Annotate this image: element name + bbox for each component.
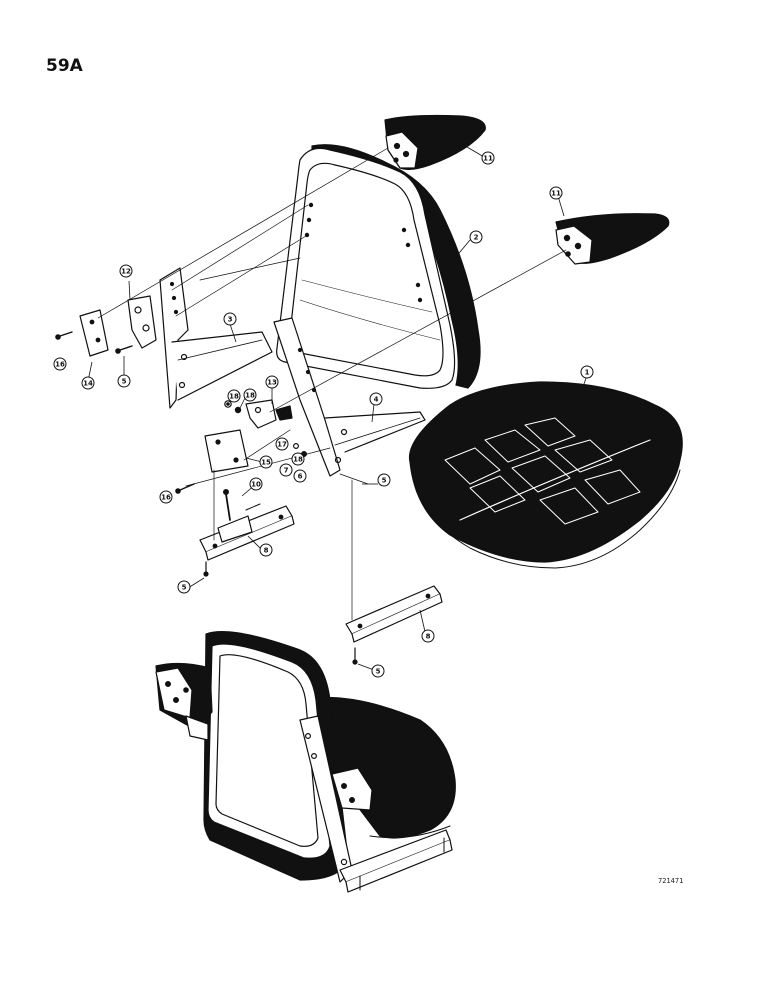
callout-slide-left: 8 <box>259 543 273 557</box>
callout-number: 1 <box>585 369 590 377</box>
callout-number: 16 <box>161 494 171 502</box>
callout-number: 10 <box>251 481 261 489</box>
callout-slide-right: 8 <box>421 629 435 643</box>
callout-number: 13 <box>267 379 277 387</box>
callout-number: 14 <box>83 380 93 388</box>
armrest-top-drawing <box>384 114 486 171</box>
callout-bolt-b: 5 <box>377 473 391 487</box>
callout-circle <box>371 664 385 678</box>
bracket-left-drawing <box>159 267 273 409</box>
callout-circle <box>369 392 383 406</box>
callout-circle <box>580 365 594 379</box>
callout-number: 5 <box>382 477 387 485</box>
callout-circle <box>81 376 95 390</box>
callout-number: 11 <box>483 155 493 163</box>
assembly-leader-lines <box>97 147 567 621</box>
callout-circle <box>177 580 191 594</box>
callout-nut-b: 18 <box>243 388 257 402</box>
callout-circle <box>293 469 307 483</box>
callout-bracket-left: 3 <box>223 312 237 326</box>
callout-number: 6 <box>298 473 303 481</box>
callout-number: 15 <box>261 459 271 467</box>
callout-nut-c: 18 <box>291 452 305 466</box>
callout-circle <box>259 455 273 469</box>
callout-number: 18 <box>245 392 255 400</box>
callout-circle <box>243 388 257 402</box>
callout-circle <box>249 477 263 491</box>
callout-number: 5 <box>122 378 127 386</box>
assembled-seat-drawing <box>155 631 456 893</box>
callout-number: 12 <box>121 268 131 276</box>
callout-pivot-center: 13 <box>265 375 279 389</box>
callout-circle <box>549 186 563 200</box>
callout-nut-a: 18 <box>227 389 241 403</box>
callout-bolt-a: 5 <box>117 374 131 388</box>
callout-number: 18 <box>229 393 239 401</box>
callout-number: 2 <box>474 234 479 242</box>
callout-circle <box>481 151 495 165</box>
callout-armrest-right: 11 <box>549 186 563 200</box>
callout-pivot-left: 12 <box>119 264 133 278</box>
callout-bolt-d: 5 <box>371 664 385 678</box>
callout-circle <box>469 230 483 244</box>
callout-number: 8 <box>426 633 431 641</box>
callout-number: 4 <box>374 396 379 404</box>
callout-number: 18 <box>293 456 303 464</box>
seat-cushion-drawing <box>408 381 683 569</box>
callout-bolt-c: 5 <box>177 580 191 594</box>
callout-circle <box>279 463 293 477</box>
callout-plate-left: 14 <box>81 376 95 390</box>
callout-backrest: 2 <box>469 230 483 244</box>
callout-circle <box>377 473 391 487</box>
callout-screw-a: 16 <box>53 357 67 371</box>
callout-circle <box>159 490 173 504</box>
callout-circle <box>421 629 435 643</box>
callout-number: 7 <box>284 467 289 475</box>
page-number: 59A <box>46 56 83 76</box>
callout-armrest-top: 11 <box>481 151 495 165</box>
callout-plate-center: 15 <box>259 455 273 469</box>
callout-number: 17 <box>277 441 287 449</box>
callout-number: 16 <box>55 361 65 369</box>
drawing-number: 721471 <box>658 877 684 885</box>
center-pivot-drawing <box>175 399 308 494</box>
callout-circle <box>259 543 273 557</box>
callout-circle <box>291 452 305 466</box>
plate-left-drawing <box>55 295 157 357</box>
callout-number: 11 <box>551 190 561 198</box>
callout-number: 3 <box>228 316 233 324</box>
callout-lever: 10 <box>249 477 263 491</box>
slide-right-drawing <box>345 585 443 665</box>
callout-screw-b: 16 <box>159 490 173 504</box>
callout-circle <box>117 374 131 388</box>
callout-spacer: 17 <box>275 437 289 451</box>
callout-circle <box>53 357 67 371</box>
callout-bracket-right: 4 <box>369 392 383 406</box>
callout-cushion: 1 <box>580 365 594 379</box>
callout-number: 5 <box>376 668 381 676</box>
callout-number: 8 <box>264 547 269 555</box>
callout-number: 5 <box>182 584 187 592</box>
callout-circle <box>265 375 279 389</box>
callout-circle <box>275 437 289 451</box>
armrest-right-drawing <box>555 213 670 265</box>
callout-lockwasher: 7 <box>279 463 293 477</box>
callout-circle <box>223 312 237 326</box>
callout-washer: 6 <box>293 469 307 483</box>
backrest-drawing <box>276 144 481 389</box>
callout-circle <box>227 389 241 403</box>
callout-circle <box>119 264 133 278</box>
